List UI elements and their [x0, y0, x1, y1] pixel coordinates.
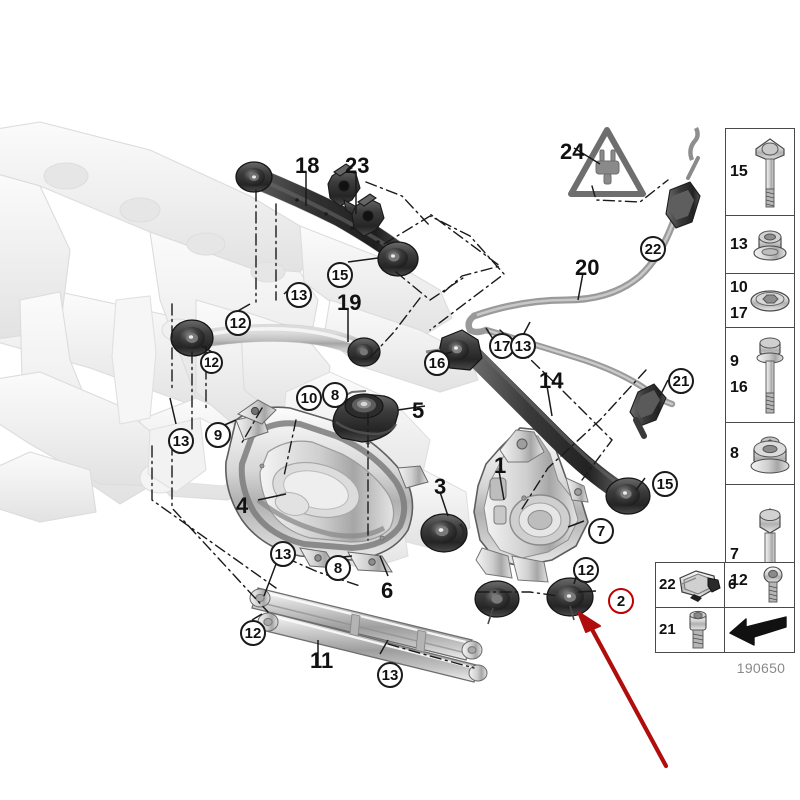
bolt-torx-short-icon [754, 563, 792, 607]
callout-13-link: 13 [510, 333, 536, 359]
callout-3: 3 [434, 474, 447, 499]
callout-12-strut: 12 [240, 620, 266, 646]
bolt-flange-long-icon [748, 129, 792, 215]
bolt-hex-long-icon [748, 328, 792, 422]
callout-13-strut-top: 13 [270, 541, 296, 567]
callout-20: 20 [575, 255, 600, 280]
legend-cell-22: 22 [656, 563, 725, 608]
callout-13-strut-bottom: 13 [377, 662, 403, 688]
callout-14: 14 [539, 368, 564, 393]
warning-triangle-icon [568, 127, 646, 197]
washer-eccentric-icon [748, 274, 792, 327]
part-11-reinforcement-strut [249, 587, 488, 683]
part-bushing-left-lower [474, 580, 520, 625]
callout-9: 9 [205, 422, 231, 448]
callout-15-lower: 15 [652, 471, 678, 497]
callout-4: 4 [236, 493, 249, 518]
part-3-bushing [420, 513, 468, 553]
legend-row-15: 15 [726, 129, 794, 216]
callout-1: 1 [494, 453, 507, 478]
part-4-trailing-arm [225, 399, 429, 573]
callout-13-upper: 13 [286, 282, 312, 308]
part-5-top-mount [332, 390, 399, 443]
callout-2-highlighted: 2 [608, 588, 634, 614]
callout-7: 7 [588, 518, 614, 544]
callout-11: 11 [310, 648, 334, 673]
direction-arrow-icon [725, 608, 794, 653]
callout-22-cable: 22 [640, 236, 666, 262]
nut-hex-flange-icon [748, 423, 792, 484]
callout-24: 24 [560, 139, 585, 164]
nut-flange-icon [748, 216, 792, 273]
callout-5: 5 [412, 398, 425, 423]
callout-21-sensor: 21 [668, 368, 694, 394]
diagram-code: 190650 [736, 660, 786, 676]
fastener-legend-panel-bottom: 22 6 [655, 562, 795, 653]
callout-6: 6 [381, 578, 394, 603]
callout-16: 16 [424, 350, 450, 376]
callout-8-lower: 8 [325, 555, 351, 581]
callout-19: 19 [337, 290, 362, 315]
callout-8-upper: 8 [322, 382, 348, 408]
legend-cell-21: 21 [656, 607, 725, 653]
callout-15-upper: 15 [327, 262, 353, 288]
legend-row-8: 8 [726, 423, 794, 485]
callout-18: 18 [295, 153, 320, 178]
legend-row-13: 13 [726, 216, 794, 274]
legend-cell-6: 6 [725, 563, 794, 608]
part-19-lateral-link [170, 319, 381, 367]
part-18-upper-control-arm [235, 161, 419, 277]
callout-12-upper: 12 [225, 310, 251, 336]
callout-13-left: 13 [168, 428, 194, 454]
legend-row-9-16: 9 16 [726, 328, 794, 423]
part-23-mounting-brackets [327, 163, 385, 237]
bolt-socket-head-icon [674, 608, 722, 653]
legend-cell-direction-arrow [725, 608, 794, 653]
callout-10: 10 [296, 385, 322, 411]
assembly-reference-lines [151, 179, 669, 669]
legend-row-10-17: 10 17 [726, 274, 794, 328]
leader-lines [169, 147, 669, 666]
red-pointer-arrow [577, 611, 669, 769]
callout-12-mid: 12 [200, 351, 223, 374]
callout-23: 23 [345, 153, 370, 178]
callout-12-knuckle: 12 [573, 557, 599, 583]
clip-bracket-icon [674, 563, 722, 607]
part-21-sensor-connector [629, 383, 667, 439]
part-2-bushing-highlighted [546, 577, 594, 621]
